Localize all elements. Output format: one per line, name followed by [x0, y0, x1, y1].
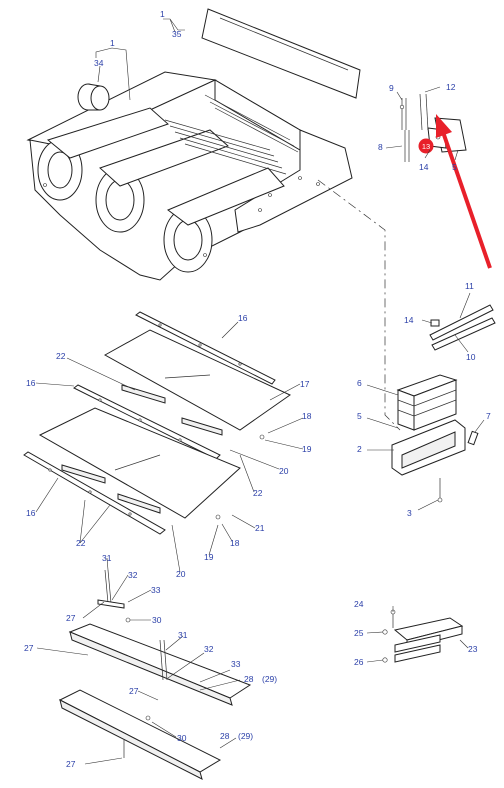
label-16-b: 16	[26, 378, 36, 388]
label-19-b: 19	[204, 552, 214, 562]
reference-dashed-line	[317, 179, 401, 431]
label-22-a: 22	[56, 351, 66, 361]
label-16-a: 16	[238, 313, 248, 323]
label-31-b: 31	[178, 630, 188, 640]
highlight-marker: 13	[418, 138, 434, 154]
label-28-b: 28	[220, 731, 230, 741]
label-29-a: (29)	[262, 674, 277, 684]
shaker-box-detail	[391, 304, 496, 503]
trough-lower	[58, 689, 222, 780]
label-17: 17	[300, 379, 310, 389]
trough-upper	[68, 569, 252, 706]
label-18-a: 18	[302, 411, 312, 421]
label-29-b: (29)	[238, 731, 253, 741]
label-1-left: 1	[110, 38, 115, 48]
label-20-b: 20	[176, 569, 186, 579]
sieve-panels	[23, 311, 291, 535]
bracket-detail-top	[399, 93, 467, 162]
label-28-a: 28	[244, 674, 254, 684]
label-14-top: 14	[419, 162, 429, 172]
label-8: 8	[378, 142, 383, 152]
label-27-a: 27	[66, 613, 76, 623]
highlight-label: 13	[422, 142, 430, 151]
label-27-d: 27	[66, 759, 76, 769]
label-1-top: 1	[160, 9, 165, 19]
label-26: 26	[354, 657, 364, 667]
label-5-mid: 5	[357, 411, 362, 421]
label-30-a: 30	[152, 615, 162, 625]
label-30-b: 30	[177, 733, 187, 743]
label-32-b: 32	[204, 644, 214, 654]
label-33-b: 33	[231, 659, 241, 669]
label-11: 11	[465, 281, 474, 291]
label-24: 24	[354, 599, 364, 609]
red-arrow-icon	[436, 114, 492, 269]
label-20-a: 20	[279, 466, 289, 476]
leader-lines	[35, 18, 485, 765]
label-14-mid: 14	[404, 315, 414, 325]
label-18-b: 18	[230, 538, 240, 548]
label-22-c: 22	[76, 538, 86, 548]
label-27-b: 27	[24, 643, 34, 653]
label-5-top: 5	[452, 162, 457, 172]
label-23: 23	[468, 644, 478, 654]
label-35: 35	[172, 29, 182, 39]
label-6: 6	[357, 378, 362, 388]
label-19-a: 19	[302, 444, 312, 454]
sieve-frame-assembly	[26, 8, 361, 281]
label-7: 7	[486, 411, 491, 421]
bracket-detail-bottom	[382, 609, 464, 663]
label-27-c: 27	[129, 686, 139, 696]
label-22-b: 22	[253, 488, 263, 498]
label-2: 2	[357, 444, 362, 454]
label-31-a: 31	[102, 553, 112, 563]
label-9: 9	[389, 83, 394, 93]
label-33-a: 33	[151, 585, 161, 595]
label-3: 3	[407, 508, 412, 518]
label-25: 25	[354, 628, 364, 638]
part-number-labels: 1 35 1 34 9 12 8 14 5 11 14 10 6 5 2 7 3…	[24, 9, 491, 769]
label-16-c: 16	[26, 508, 36, 518]
label-12: 12	[446, 82, 456, 92]
label-10: 10	[466, 352, 476, 362]
label-21: 21	[255, 523, 265, 533]
label-32-a: 32	[128, 570, 138, 580]
label-34: 34	[94, 58, 104, 68]
